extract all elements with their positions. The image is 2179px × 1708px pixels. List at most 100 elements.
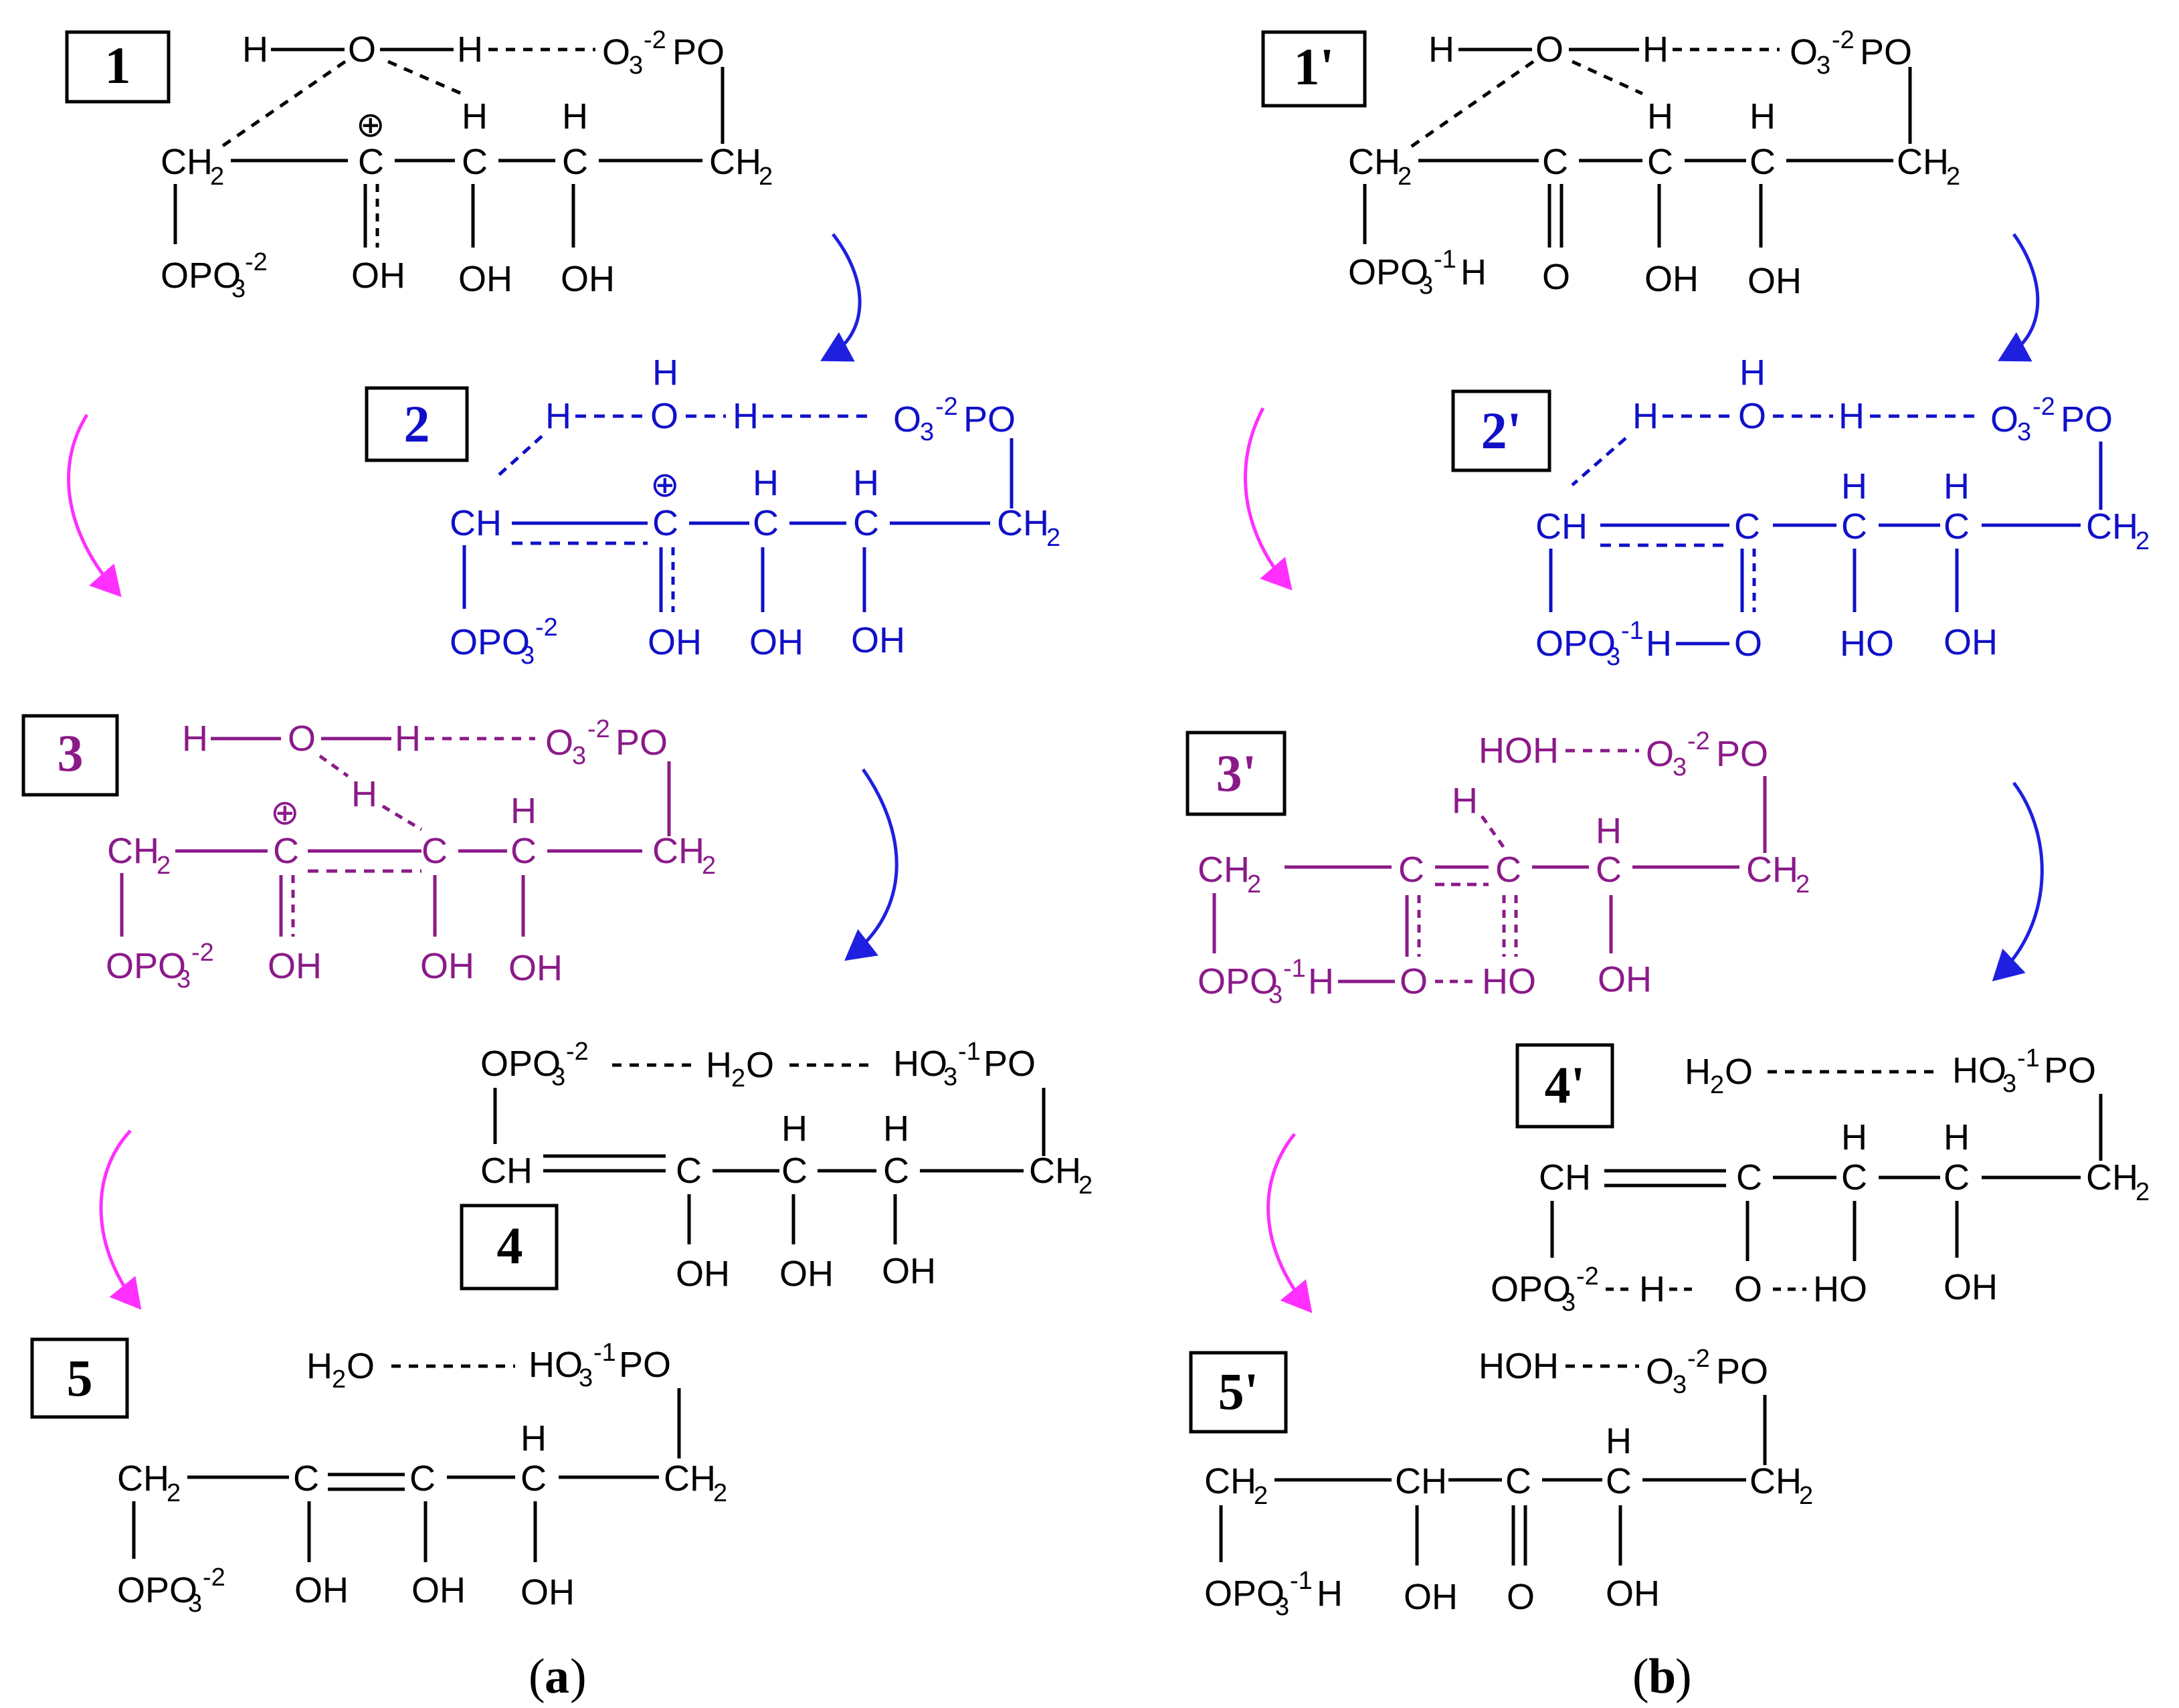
svg-text:O: O [746, 1045, 774, 1085]
svg-text:C: C [1505, 1461, 1531, 1501]
svg-text:OH: OH [1747, 261, 1802, 301]
svg-text:H: H [1452, 781, 1478, 821]
svg-text:OH: OH [882, 1251, 936, 1291]
svg-text:H: H [706, 1045, 732, 1085]
svg-text:-2: -2 [245, 248, 268, 276]
svg-text:3: 3 [1816, 52, 1830, 80]
svg-text:C: C [1944, 506, 1970, 547]
label-box-3 [21, 714, 119, 797]
svg-text:O: O [893, 399, 921, 440]
svg-text:2: 2 [167, 1479, 181, 1507]
svg-text:H: H [1606, 1421, 1632, 1461]
svg-text:3: 3 [1673, 753, 1687, 781]
svg-text:-1: -1 [593, 1339, 616, 1367]
svg-text:CH: CH [480, 1151, 533, 1191]
svg-text:H: H [1647, 96, 1673, 136]
arrow-b4 [1266, 1133, 1313, 1313]
svg-text:-1: -1 [2017, 1044, 2040, 1072]
label-box-2-prime [1451, 389, 1551, 472]
svg-text:H: H [853, 463, 879, 503]
svg-text:HO: HO [1952, 1050, 2006, 1090]
svg-text:2: 2 [1254, 1482, 1268, 1510]
svg-text:H: H [351, 774, 377, 814]
svg-text:C: C [652, 503, 678, 543]
svg-text:O: O [1646, 734, 1674, 774]
svg-text:HO: HO [893, 1044, 947, 1084]
svg-text:OPO: OPO [106, 946, 186, 986]
svg-text:H: H [1749, 96, 1776, 136]
svg-text:-2: -2 [587, 715, 610, 743]
svg-text:HOH: HOH [1479, 731, 1559, 771]
svg-text:C: C [273, 831, 299, 871]
label-box-2 [365, 386, 469, 462]
svg-text:H: H [1841, 1117, 1867, 1157]
svg-text:-1: -1 [1621, 617, 1644, 645]
structure-label-2: 2 [404, 395, 430, 453]
svg-text:-2: -2 [2032, 393, 2055, 421]
svg-text:OPO: OPO [450, 622, 530, 662]
atom: O [348, 29, 376, 70]
svg-text:OH: OH [508, 948, 563, 988]
svg-text:-2: -2 [644, 26, 666, 54]
svg-text:CH: CH [450, 503, 502, 543]
svg-text:HO: HO [1482, 961, 1536, 1002]
structure-1: 1 H O H O 3 -2 PO CH 2 ⊕ C H C H C CH 2 … [65, 26, 773, 303]
svg-text:CH: CH [2086, 506, 2138, 547]
svg-text:2: 2 [157, 852, 171, 880]
svg-text:3: 3 [177, 965, 191, 993]
svg-text:H: H [462, 96, 488, 136]
structure-label-3-prime: 3' [1216, 744, 1257, 802]
svg-text:OH: OH [520, 1572, 575, 1612]
svg-text:OH: OH [1944, 1267, 1998, 1307]
svg-text:CH: CH [1204, 1461, 1256, 1501]
structure-3: 3 H O H O 3 -2 PO H CH 2 ⊕ C C H C CH 2 … [21, 714, 716, 993]
svg-text:2: 2 [1799, 1482, 1813, 1510]
svg-text:C: C [753, 503, 779, 543]
svg-text:CH: CH [1535, 506, 1588, 547]
svg-text:2: 2 [2136, 1178, 2150, 1206]
svg-text:O: O [1507, 1577, 1535, 1617]
svg-text:CH: CH [1749, 1461, 1802, 1501]
svg-text:3: 3 [1419, 272, 1433, 300]
arrow-a4 [99, 1129, 142, 1310]
svg-text:C: C [1734, 506, 1760, 547]
structure-label-2-prime: 2' [1481, 401, 1522, 460]
structure-2: 2 H H O H O 3 -2 PO CH ⊕ C H C H C CH 2 … [365, 353, 1060, 670]
svg-text:O: O [1734, 1269, 1762, 1309]
svg-text:O: O [1738, 396, 1766, 436]
svg-text:H: H [1596, 811, 1622, 851]
svg-text:2: 2 [702, 852, 716, 880]
svg-text:CH: CH [117, 1458, 169, 1499]
svg-text:CH: CH [1746, 850, 1798, 890]
svg-text:H: H [883, 1109, 909, 1149]
arrow-b1 [1998, 233, 2040, 362]
svg-text:H: H [1838, 396, 1865, 436]
svg-text:H: H [652, 353, 678, 393]
arrow-a3 [844, 768, 898, 961]
structure-label-3: 3 [58, 724, 84, 782]
svg-text:HO: HO [1840, 624, 1894, 664]
svg-text:OPO: OPO [1204, 1574, 1285, 1614]
svg-text:H: H [733, 396, 759, 436]
svg-text:C: C [1596, 850, 1622, 890]
structure-3-prime: 3' HOH O 3 -2 PO H CH 2 C C H C CH 2 OPO… [1186, 727, 1810, 1009]
svg-text:OPO: OPO [117, 1570, 197, 1610]
svg-text:H: H [520, 1418, 547, 1458]
label-box-1-prime [1261, 30, 1367, 108]
svg-text:2: 2 [1796, 870, 1810, 898]
svg-text:OH: OH [779, 1254, 834, 1294]
svg-text:3: 3 [188, 1590, 202, 1618]
svg-text:OH: OH [1598, 959, 1652, 1000]
svg-text:C: C [562, 142, 588, 182]
svg-text:CH: CH [652, 831, 704, 871]
svg-text:O: O [1535, 29, 1564, 70]
svg-text:PO: PO [1716, 1351, 1768, 1392]
svg-text:3: 3 [1606, 643, 1620, 671]
svg-text:PO: PO [983, 1044, 1036, 1084]
svg-text:C: C [358, 142, 384, 182]
svg-text:O: O [1646, 1351, 1674, 1392]
svg-text:C: C [1398, 850, 1424, 890]
svg-text:C: C [1736, 1157, 1762, 1198]
svg-text:3: 3 [231, 275, 246, 303]
structure-1-prime: 1' H O H O 3 -2 PO CH 2 C H C H C CH 2 O… [1261, 26, 1960, 301]
